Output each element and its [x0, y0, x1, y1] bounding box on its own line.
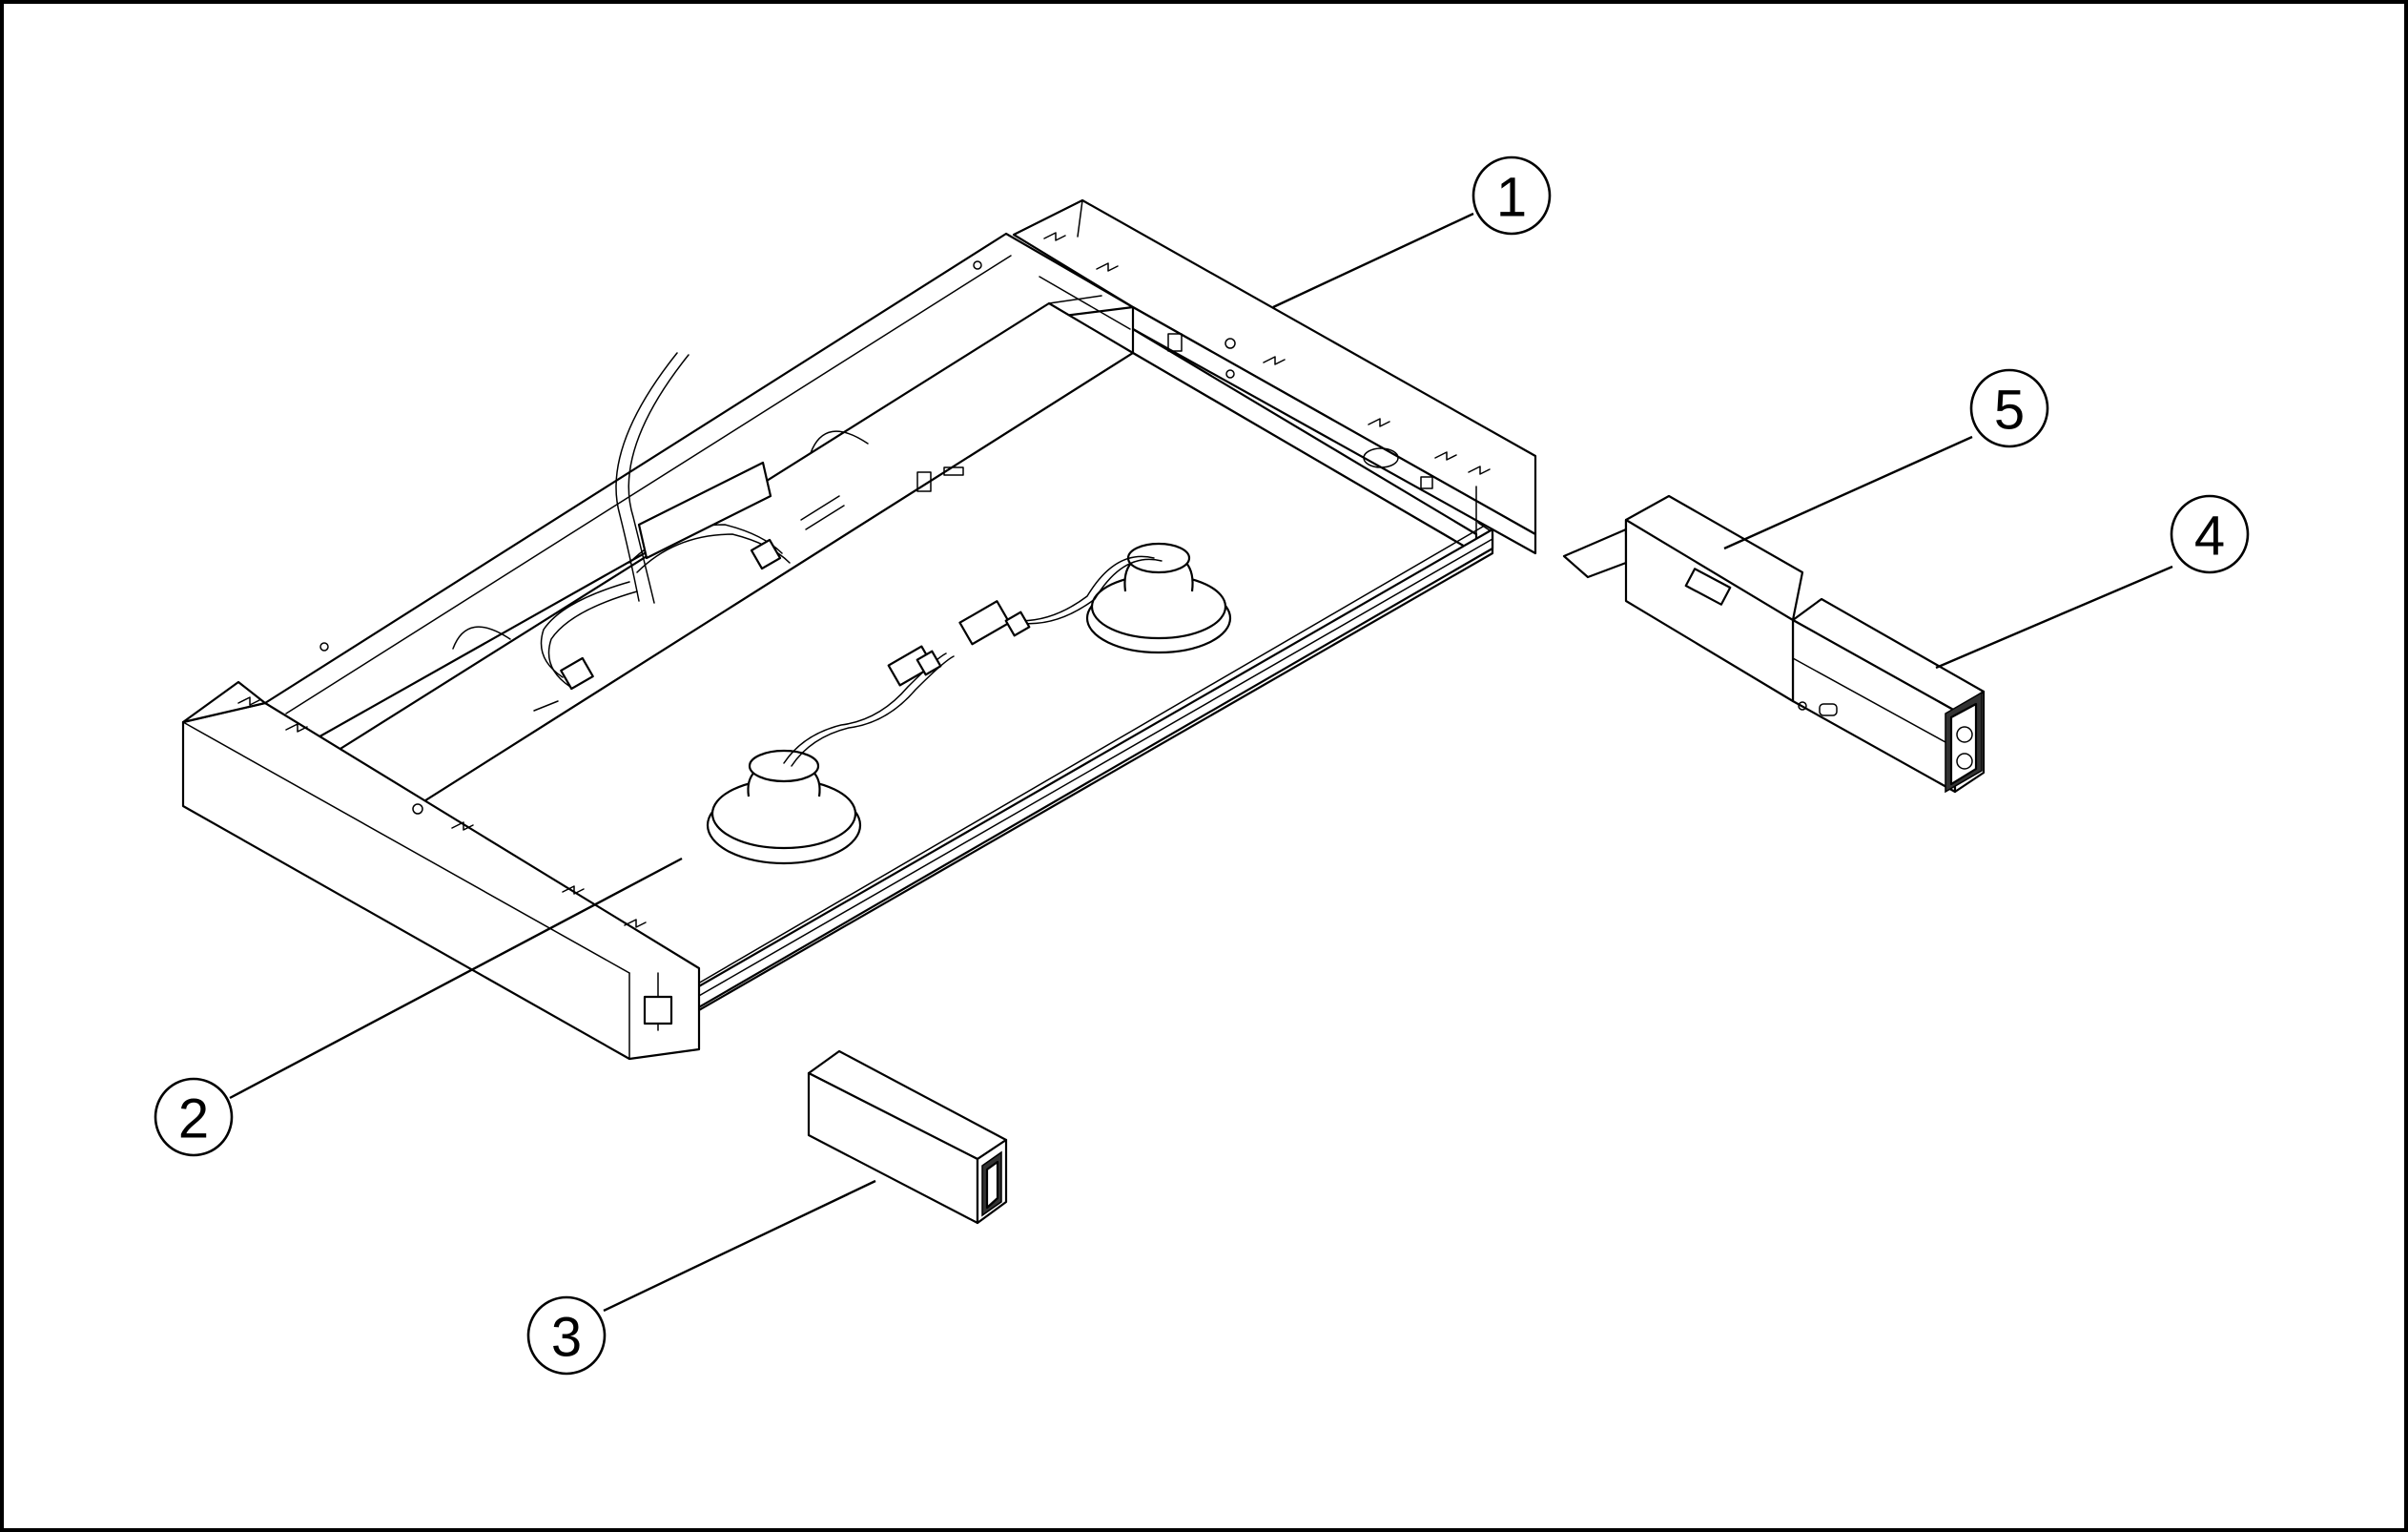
speaker-part: [706, 542, 1232, 865]
callout-2: 2: [154, 1077, 234, 1157]
callout-circle: [2170, 494, 2250, 574]
end-box-part: [1791, 597, 1986, 794]
leader-line-3: [603, 1179, 876, 1313]
callout-label: 1: [1496, 167, 1527, 229]
callout-1: 1: [1472, 155, 1552, 236]
callout-3: 3: [526, 1295, 607, 1376]
callout-4: 4: [2170, 494, 2250, 574]
block-part: [807, 1049, 1008, 1225]
callout-circle: [1472, 155, 1552, 236]
leader-line-5: [1723, 435, 1973, 550]
callout-circle: [526, 1295, 607, 1376]
leader-line-2: [229, 857, 683, 1100]
callout-label: 2: [178, 1088, 209, 1150]
leader-line-1: [1272, 212, 1474, 309]
callout-5: 5: [1969, 368, 2049, 448]
leader-line-4: [1935, 565, 2173, 670]
callout-label: 3: [551, 1307, 582, 1369]
slot-tabs: [237, 232, 1491, 928]
mounting-bracket-part: [1562, 494, 1838, 716]
callout-label: 4: [2194, 506, 2225, 568]
callout-circle: [154, 1077, 234, 1157]
callout-label: 5: [1994, 380, 2025, 442]
housing-frame-part: [181, 198, 1537, 1061]
callout-circle: [1969, 368, 2049, 448]
